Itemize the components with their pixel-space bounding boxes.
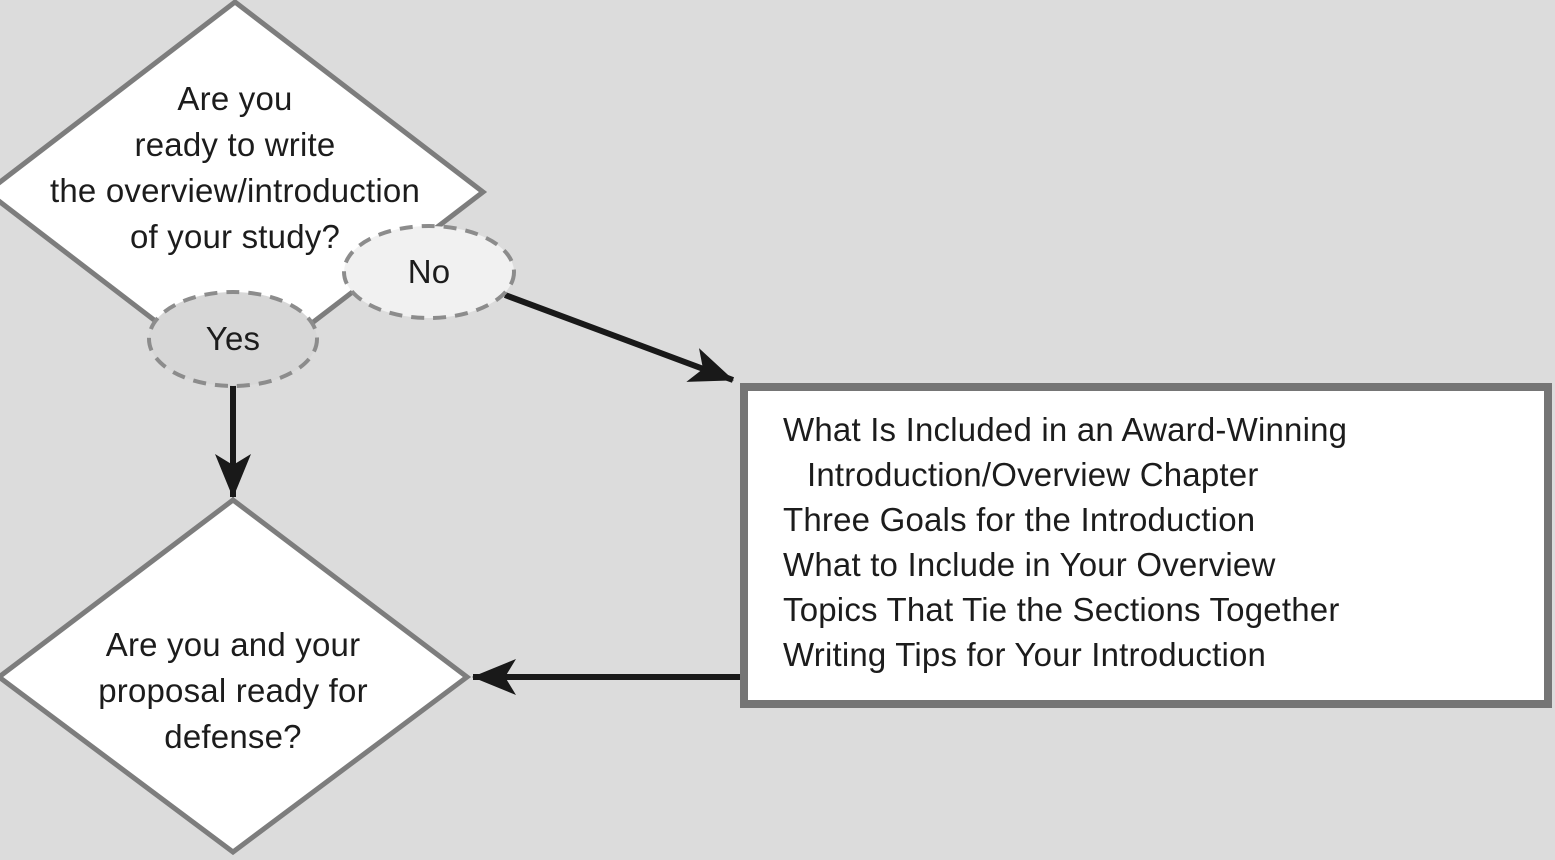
question-line: defense? <box>164 718 302 755</box>
no-connector-ellipse <box>342 224 516 320</box>
topics-box <box>740 383 1552 708</box>
yes-connector-ellipse <box>147 290 319 388</box>
start-decision-question: Are you ready to write the overview/intr… <box>0 76 485 260</box>
question-line: ready to write <box>134 126 336 163</box>
defense-decision-question: Are you and your proposal ready for defe… <box>0 622 483 760</box>
topic-line: What Is Included in an Award-Winning <box>783 411 1348 448</box>
topics-list: What Is Included in an Award-Winning Int… <box>783 407 1347 677</box>
defense-decision-diamond <box>0 496 472 856</box>
question-line: Are you <box>177 80 293 117</box>
topic-line: Writing Tips for Your Introduction <box>783 636 1267 673</box>
topic-line: Three Goals for the Introduction <box>783 501 1256 538</box>
yes-label: Yes <box>205 320 261 357</box>
topic-line: Topics That Tie the Sections Together <box>783 591 1340 628</box>
question-line: of your study? <box>129 218 341 255</box>
arrow-no-to-topics <box>503 292 735 383</box>
topic-line: Introduction/Overview Chapter <box>807 456 1259 493</box>
question-line: proposal ready for <box>98 672 368 709</box>
topic-line: What to Include in Your Overview <box>783 546 1276 583</box>
no-label: No <box>407 253 451 290</box>
question-line: the overview/introduction <box>49 172 421 209</box>
question-line: Are you and your <box>105 626 361 663</box>
